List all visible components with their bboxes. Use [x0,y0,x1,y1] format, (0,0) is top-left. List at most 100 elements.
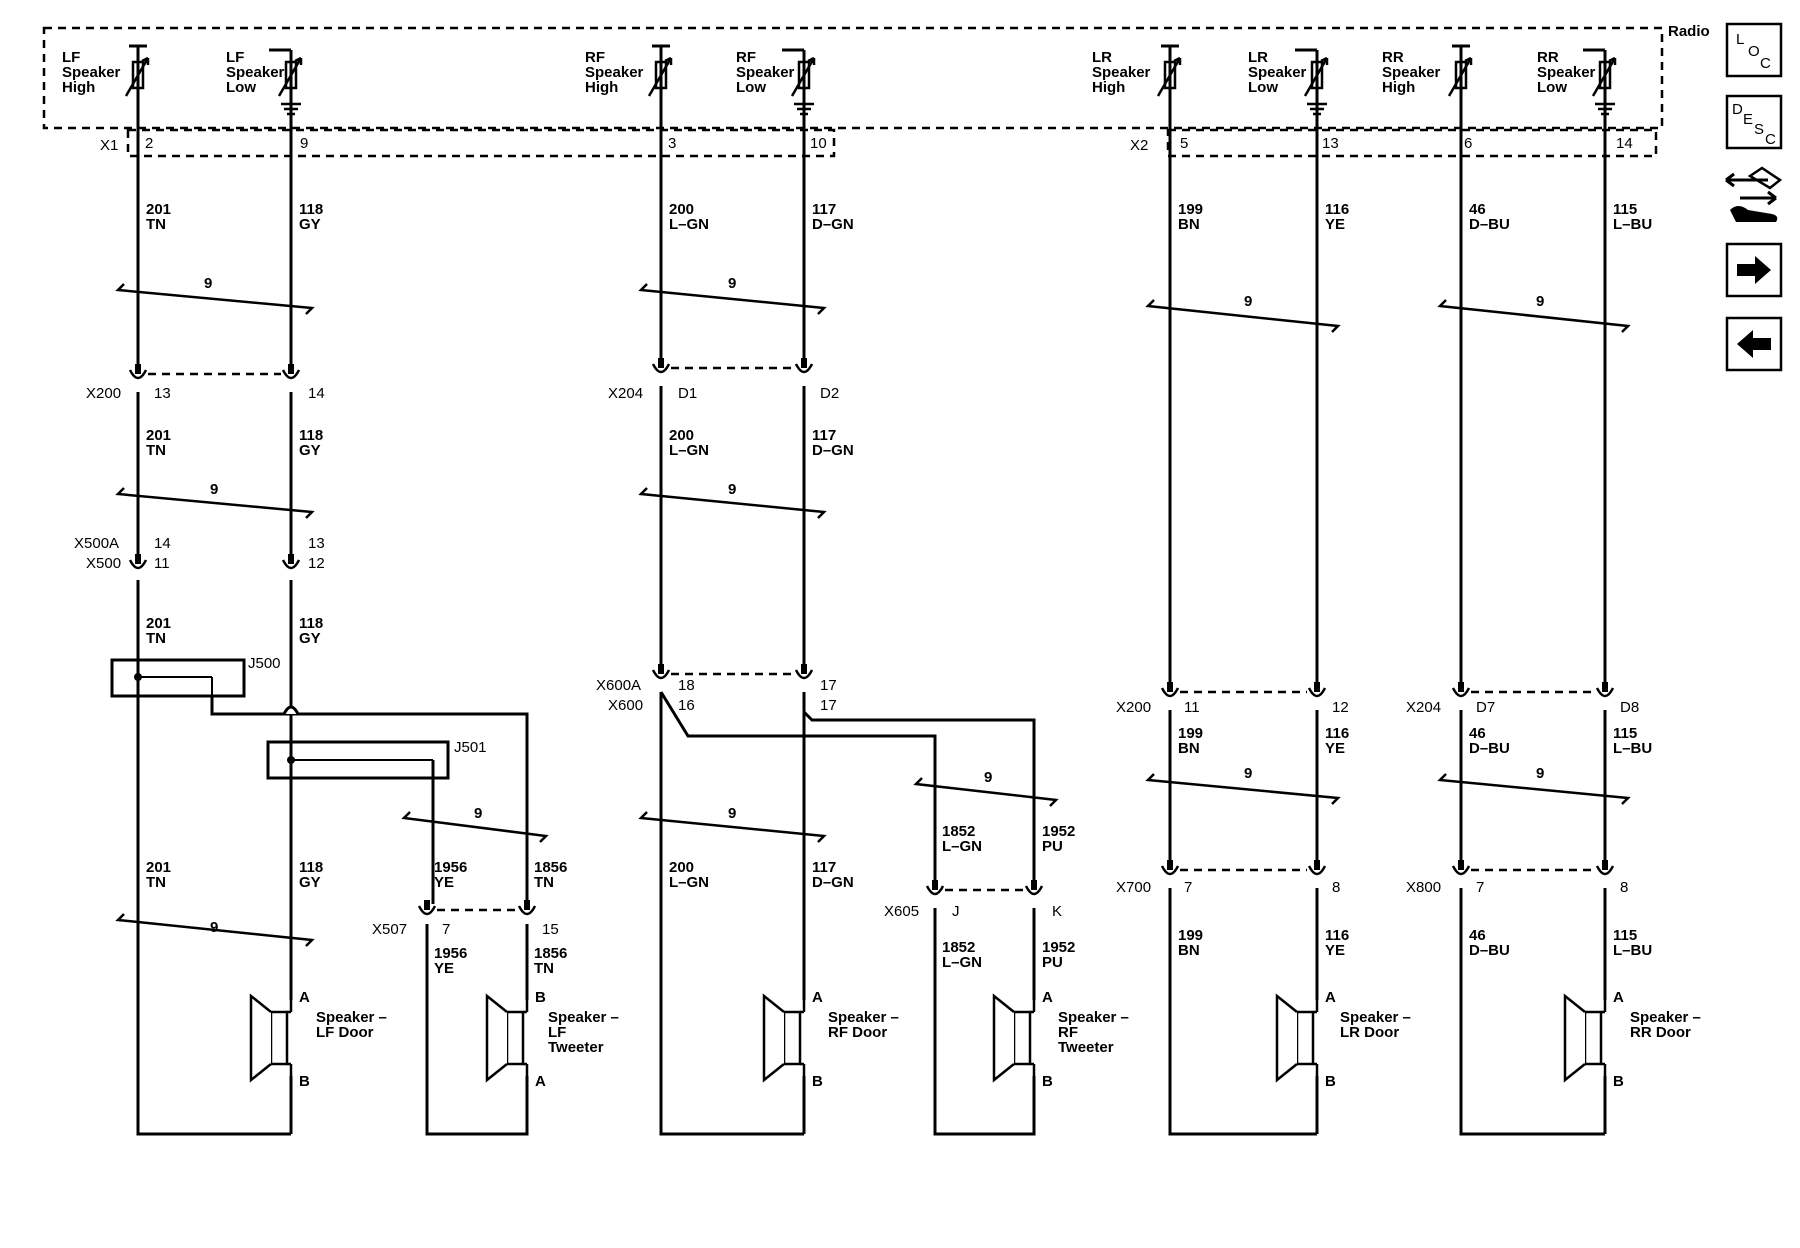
svg-text:O: O [1748,43,1760,60]
twisted-pair-marker: 9 [638,275,827,315]
description-button[interactable]: D E S C [1725,94,1783,150]
connector-pin: 7 [1184,879,1192,896]
connector-pin-icon [1160,865,1180,876]
wire-tweeter-return [425,924,529,1136]
twist-label: 9 [1536,765,1544,782]
radio-pin: 2 [145,135,153,152]
radio-pin: 13 [1322,135,1339,152]
splice-packs: J500 J501 [110,655,487,780]
connector-labels: X200 13 14 X204 D1 D2 X200 11 12 X204 D7… [74,385,1639,938]
connector-pair [1451,682,1615,698]
twisted-pair-marker: 9 [115,275,315,315]
wire-tweeter-low-feed [210,695,529,904]
twist-label: 9 [210,919,218,936]
speaker-terminal: B [535,989,546,1006]
connector-pin-icon [417,905,437,916]
wire-rr-high [1459,46,1605,1136]
connector-pin: 7 [1476,879,1484,896]
connector-label: X600A [596,677,641,694]
connector-pin-icon [128,559,148,570]
connector-label: X600 [608,697,643,714]
speaker-label: Speaker –RR Door [1630,1009,1701,1041]
radio-pin: 14 [1616,135,1633,152]
navigation-panel: L O C D E S C [1725,22,1783,372]
connector-x1-outline [126,128,836,158]
connector-pin: 14 [308,385,325,402]
connector-pin-icon [1307,865,1327,876]
speaker-terminal: A [1613,989,1624,1006]
speaker-icon [1563,993,1607,1083]
connector-x2-label: X2 [1130,137,1148,154]
speaker-label: Speaker –RF Door [828,1009,899,1041]
radio-outline [42,26,1664,130]
radio-label: Radio [1668,23,1710,40]
radio-output-label-lf-low: LF Speaker Low [226,49,289,96]
speaker-terminal: A [812,989,823,1006]
connector-pin: 17 [820,677,837,694]
radio-output-labels: LF Speaker High LF Speaker Low RF Speake… [62,49,1596,96]
radio-module: Radio [42,23,1710,130]
speaker-terminal: B [1325,1073,1336,1090]
splice-label: J501 [454,739,487,756]
connector-pair [925,880,1044,896]
connector-pin: D2 [820,385,839,402]
connector-pin: J [952,903,960,920]
connector-pin: 13 [308,535,325,552]
radio-output-label-lf-high: LF Speaker High [62,49,125,96]
speaker-label: Speaker –LF Door [316,1009,387,1041]
speaker-terminal: B [1613,1073,1624,1090]
twist-label: 9 [210,481,218,498]
speaker-terminal: A [535,1073,546,1090]
twisted-pair-marker: 9 [401,805,549,843]
twisted-pair-marker: 9 [1145,293,1341,333]
connector-pin-icon [651,363,671,374]
connector-icon[interactable] [1725,166,1783,222]
wire-rf-high [659,46,804,1136]
connector-x1-label: X1 [100,137,118,154]
wire-rf-tweeter-return [933,908,1036,1136]
connector-pin-icon [1451,687,1471,698]
wire-lf-high [136,46,291,1136]
connector-pin-icon [794,669,814,680]
previous-page-button[interactable] [1725,316,1783,372]
connector-pin: 8 [1620,879,1628,896]
next-page-button[interactable] [1725,242,1783,298]
svg-text:L: L [1736,31,1744,48]
arrow-left-icon [1737,330,1771,358]
connector-pair [417,900,537,916]
connector-x2-outline [1166,128,1658,158]
speaker-icon [1275,993,1319,1083]
connector-pin: D8 [1620,699,1639,716]
connector-pin: 16 [678,697,695,714]
radio-output-label-rf-low: RF Speaker Low [736,49,799,96]
twist-label: 9 [984,769,992,786]
radio-output-label-lr-high: LR Speaker High [1092,49,1155,96]
splice-j500 [110,658,246,698]
location-button[interactable]: L O C [1725,22,1783,78]
speaker-icon [249,993,293,1083]
wire-rf-tweeter-low [802,710,1036,888]
connector-pin: 14 [154,535,171,552]
radio-output-label-rr-high: RR Speaker High [1382,49,1445,96]
